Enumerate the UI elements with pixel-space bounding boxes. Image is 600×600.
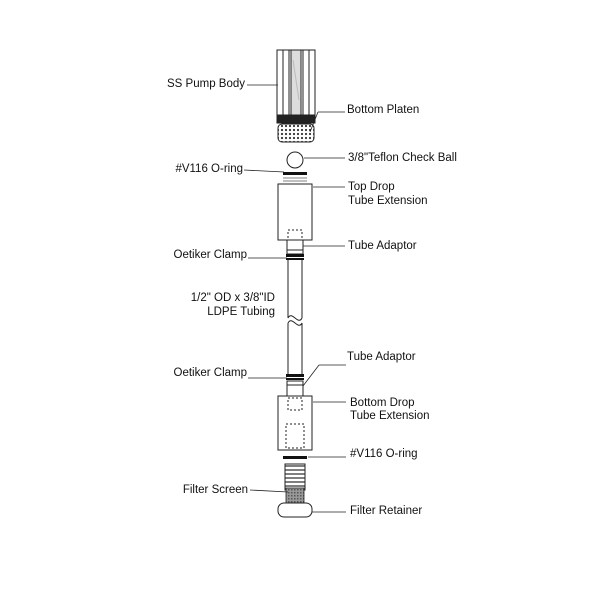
- o-ring-bottom: [283, 456, 307, 459]
- tube-adaptor-bottom: [286, 380, 304, 397]
- label-filter-retainer: Filter Retainer: [350, 505, 423, 517]
- label-filter-screen: Filter Screen: [182, 484, 248, 496]
- ldpe-tubing: [287, 260, 303, 376]
- bottom-platen: [277, 123, 315, 143]
- oetiker-clamp-top: [286, 254, 304, 260]
- label-tubing-line2: LDPE Tubing: [207, 306, 275, 318]
- top-drop-tube-extension: [277, 183, 313, 241]
- label-check-ball: 3/8"Teflon Check Ball: [348, 152, 457, 164]
- label-tube-adaptor-bottom: Tube Adaptor: [347, 351, 416, 363]
- ss-pump-body: [276, 49, 316, 124]
- label-bottom-drop-line2: Tube Extension: [350, 410, 430, 422]
- label-oetiker-clamp-bottom: Oetiker Clamp: [173, 367, 248, 379]
- label-top-drop-line2: Tube Extension: [348, 195, 428, 207]
- label-bottom-drop-line1: Bottom Drop: [350, 397, 415, 409]
- tube-adaptor-top: [286, 239, 304, 255]
- label-o-ring-bottom: #V116 O-ring: [350, 448, 418, 460]
- label-tubing-line1: 1/2" OD x 3/8"ID: [190, 292, 275, 304]
- filter-screen: [284, 463, 306, 505]
- oetiker-clamp-bottom: [286, 374, 304, 380]
- leader-lines: [243, 84, 346, 513]
- filter-retainer: [277, 502, 313, 518]
- label-o-ring-top: #V116 O-ring: [175, 163, 243, 175]
- check-ball: [286, 151, 304, 169]
- label-tube-adaptor-top: Tube Adaptor: [348, 240, 417, 252]
- o-ring-top: [283, 172, 307, 182]
- label-top-drop-line1: Top Drop: [348, 181, 395, 193]
- bottom-drop-tube-extension: [277, 395, 313, 451]
- label-ss-pump-body: SS Pump Body: [167, 78, 245, 90]
- label-oetiker-clamp-top: Oetiker Clamp: [173, 249, 248, 261]
- label-bottom-platen: Bottom Platen: [347, 104, 420, 116]
